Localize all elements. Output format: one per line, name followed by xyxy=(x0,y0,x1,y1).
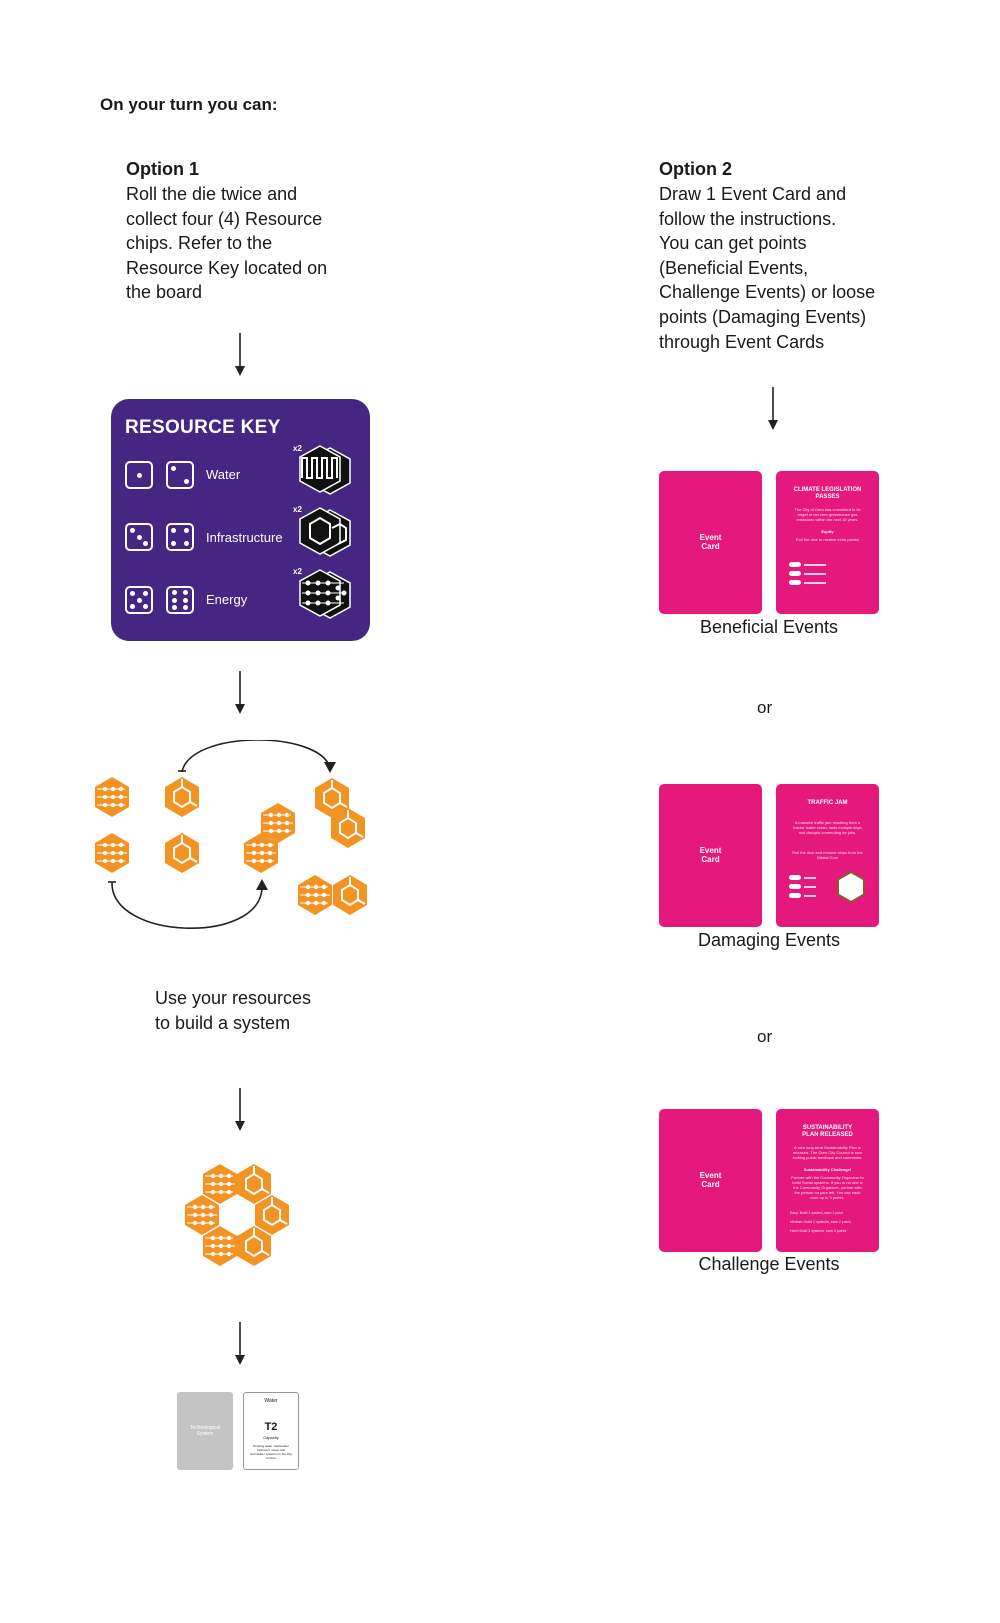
arrow-down-icon xyxy=(234,671,246,715)
build-caption: Use your resources to build a system xyxy=(155,988,312,1033)
infrastructure-chip-icon xyxy=(299,507,351,557)
event-card-front: Event Card xyxy=(659,1109,762,1252)
resource-label-infrastructure: Infrastructure xyxy=(206,530,283,545)
event-card-text: The City of Oren has committed to its ta… xyxy=(794,507,861,522)
challenge-event-card-back: SUSTAINABILITY PLAN RELEASED A new long-… xyxy=(776,1109,879,1252)
option-2: Option 2 Draw 1 Event Card and follow th… xyxy=(659,157,959,354)
resource-label-energy: Energy xyxy=(206,592,248,607)
arrow-down-icon xyxy=(767,387,779,431)
challenge-level: Easy: Build 1 system, earn 1 point xyxy=(790,1211,843,1215)
die-six-icon xyxy=(166,586,194,614)
resource-key-title: RESOURCE KEY xyxy=(125,417,281,438)
event-card-front: Event Card xyxy=(659,784,762,927)
option-1-body: Roll the die twice and collect four (4) … xyxy=(126,184,328,303)
arrow-down-icon xyxy=(234,1088,246,1132)
event-card-title: TRAFFIC JAM xyxy=(807,800,848,806)
option-2-body: Draw 1 Event Card and follow the instruc… xyxy=(659,184,876,352)
arrow-down-icon xyxy=(234,333,246,377)
built-system-ring xyxy=(184,1163,290,1267)
system-card-back-top: Water xyxy=(264,1398,278,1404)
water-chip-icon xyxy=(299,445,351,495)
exchange-arrow-top xyxy=(181,740,331,773)
event-card-text: A new long-term Sustainability Plan is r… xyxy=(792,1145,863,1160)
die-two-icon xyxy=(166,461,194,489)
die-one-icon xyxy=(125,461,153,489)
resource-label-water: Water xyxy=(206,467,241,482)
energy-chip-icon xyxy=(299,569,351,619)
event-card-front-label: Event Card xyxy=(699,846,722,864)
challenge-events-caption: Challenge Events xyxy=(698,1254,840,1274)
event-card-sub: Sustainability Challenge! xyxy=(803,1167,852,1172)
event-card-instructions: Roll the dice and remove chips from the … xyxy=(792,850,863,860)
resource-exchange-diagram xyxy=(94,740,368,930)
event-card-front-label: Event Card xyxy=(699,1171,722,1189)
system-card-front: Technological System xyxy=(177,1392,233,1470)
challenge-levels: Easy: Build 1 system, earn 1 point Mediu… xyxy=(790,1209,870,1236)
event-card-title: CLIMATE LEGISLATION PASSES xyxy=(793,487,862,500)
event-card-front: Event Card xyxy=(659,471,762,614)
beneficial-event-card-back: CLIMATE LEGISLATION PASSES The City of O… xyxy=(776,471,879,614)
event-card-text: A massive traffic jam resulting from a t… xyxy=(793,820,862,835)
system-card-sub: Capacity xyxy=(263,1435,279,1440)
system-card-back: Water T2 Capacity Drinking water, wastew… xyxy=(243,1392,299,1470)
system-card-front-label: Technological System xyxy=(189,1425,221,1437)
damaging-event-card-back: TRAFFIC JAM A massive traffic jam result… xyxy=(776,784,879,927)
option-1: Option 1 Roll the die twice and collect … xyxy=(126,157,386,305)
damaging-events-caption: Damaging Events xyxy=(697,930,841,950)
event-card-sub: Equity xyxy=(821,529,834,534)
multiplier-label: x2 xyxy=(293,505,302,514)
hex-chip-icon xyxy=(837,870,865,904)
die-five-icon xyxy=(125,586,153,614)
option-1-title: Option 1 xyxy=(126,159,199,179)
die-three-icon xyxy=(125,523,153,551)
event-card-front-label: Event Card xyxy=(699,533,722,551)
exchange-arrow-bottom xyxy=(111,881,263,930)
system-card-code: T2 xyxy=(264,1421,278,1433)
multiplier-label: x2 xyxy=(293,567,302,576)
beneficial-events-caption: Beneficial Events xyxy=(699,617,839,637)
or-label: or xyxy=(757,1027,773,1046)
event-card-title: SUSTAINABILITY PLAN RELEASED xyxy=(802,1125,853,1138)
page-heading: On your turn you can: xyxy=(100,95,278,114)
event-card-instructions: Roll the dice to receive extra points! xyxy=(795,537,860,542)
or-label: or xyxy=(757,698,773,717)
event-card-instructions: Partner with the Community Organizer to … xyxy=(791,1175,864,1200)
arrow-down-icon xyxy=(234,1322,246,1366)
option-2-title: Option 2 xyxy=(659,159,732,179)
system-card-text: Drinking water, wastewater treatment, se… xyxy=(250,1444,293,1460)
challenge-level: Hard: Build 3 systems, earn 3 points xyxy=(790,1229,847,1233)
challenge-level: Medium: Build 2 systems, earn 2 points xyxy=(790,1220,852,1224)
multiplier-label: x2 xyxy=(293,444,302,453)
die-four-icon xyxy=(166,523,194,551)
resource-chip-stack-icons xyxy=(299,445,351,619)
